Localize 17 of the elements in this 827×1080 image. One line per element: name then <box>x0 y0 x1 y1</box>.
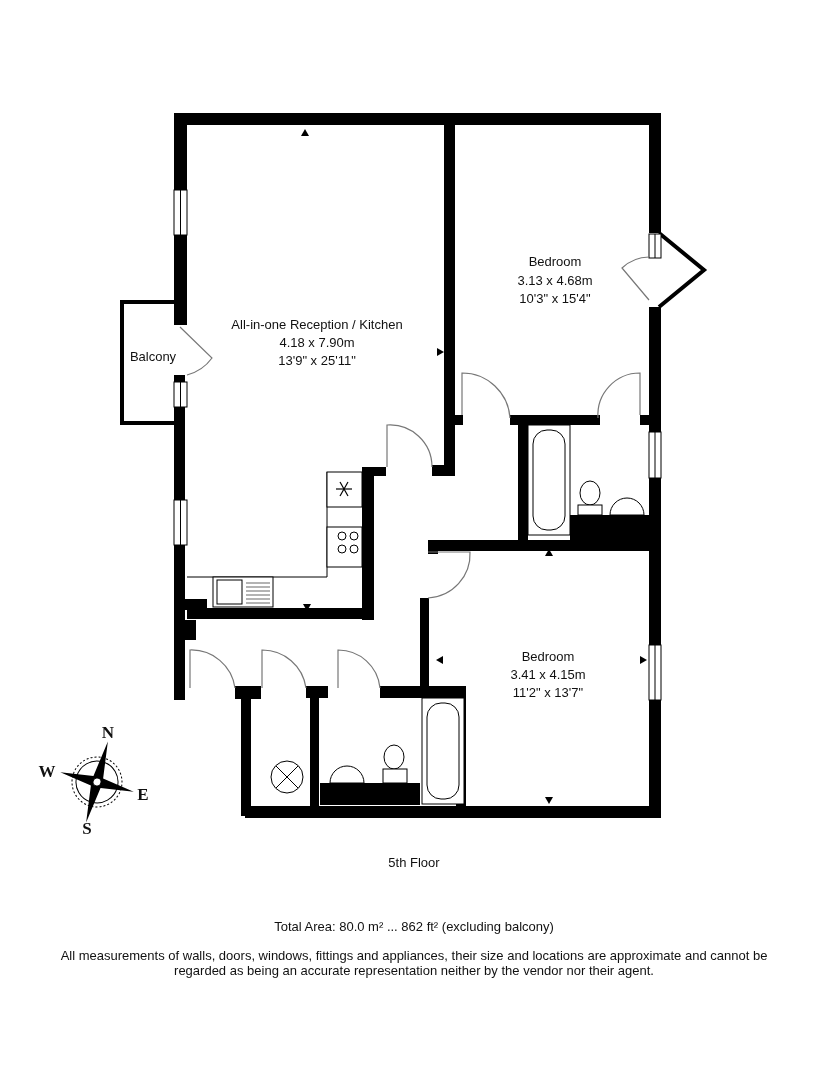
room-name: Balcony <box>128 349 178 365</box>
room-name: All-in-one Reception / Kitchen <box>230 317 404 333</box>
compass-letter: N <box>100 723 116 744</box>
room-dimensions: 10'3" x 15'4" <box>518 291 592 307</box>
floor-caption: 5th Floor <box>387 855 441 871</box>
room-dimensions: 11'2" x 13'7" <box>511 685 585 701</box>
room-name: Bedroom <box>520 649 576 665</box>
compass-letter: E <box>136 785 150 806</box>
room-dimensions: 13'9" x 25'11" <box>277 353 357 369</box>
room-name: Bedroom <box>527 254 583 270</box>
room-dimensions: 3.13 x 4.68m <box>516 273 594 289</box>
room-dimensions: 4.18 x 7.90m <box>278 335 356 351</box>
area-note: Total Area: 80.0 m² ... 862 ft² (excluding balcony) <box>273 919 555 935</box>
compass-letter: S <box>81 819 93 840</box>
compass-letter: W <box>37 762 57 783</box>
disclaimer-text: All measurements of walls, doors, windows, fittings and appliances, their size and locations are approximate and cannot be regarded as being an accurate representation neither by the vendor nor their agent. <box>59 947 769 979</box>
room-dimensions: 3.41 x 4.15m <box>509 667 587 683</box>
